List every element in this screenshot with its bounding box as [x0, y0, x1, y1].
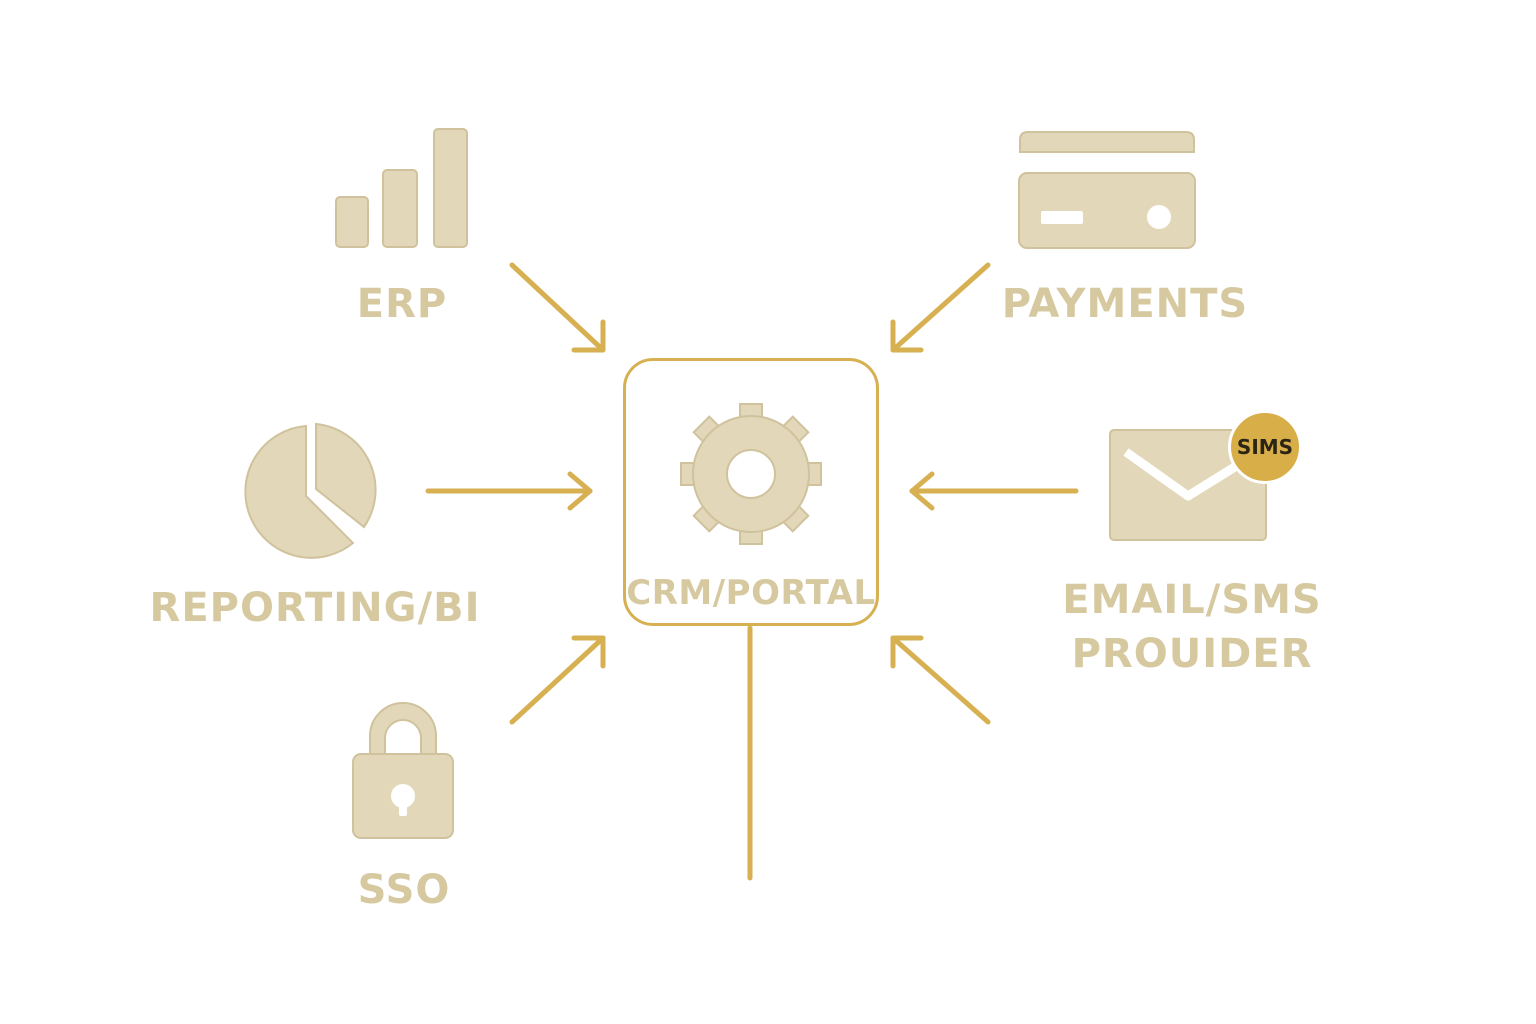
arrow-sso-to-hub: [509, 635, 606, 725]
email-label-line2: PROUIDER: [1071, 631, 1313, 677]
sms-badge: SIMS: [1228, 410, 1302, 484]
crm-portal-hub: CRM/PORTAL: [623, 358, 879, 626]
email-label-line1: EMAIL/SMS: [1062, 577, 1322, 623]
gear-icon: [680, 403, 822, 545]
pie-chart-icon: [244, 422, 377, 559]
sso-label: SSO: [357, 867, 451, 913]
erp-label: ERP: [356, 281, 448, 327]
arrow-payments-to-hub: [890, 262, 991, 353]
arrow-reporting-to-hub: [425, 471, 593, 511]
arrow-lower-right-to-hub: [890, 635, 991, 725]
bar-chart-icon: [335, 128, 468, 248]
credit-card-icon: [1018, 131, 1196, 249]
arrow-email-to-hub: [909, 471, 1079, 511]
envelope-icon: [1109, 429, 1267, 541]
arrow-erp-to-hub: [509, 262, 606, 353]
payments-label: PAYMENTS: [1001, 281, 1249, 327]
gear-teeth: [680, 403, 822, 545]
hub-label: CRM/PORTAL: [626, 573, 876, 613]
gear-hole: [726, 449, 776, 499]
sms-badge-label: SIMS: [1236, 435, 1294, 459]
padlock-icon: [352, 702, 454, 839]
reporting-label: REPORTING/BI: [149, 585, 481, 631]
